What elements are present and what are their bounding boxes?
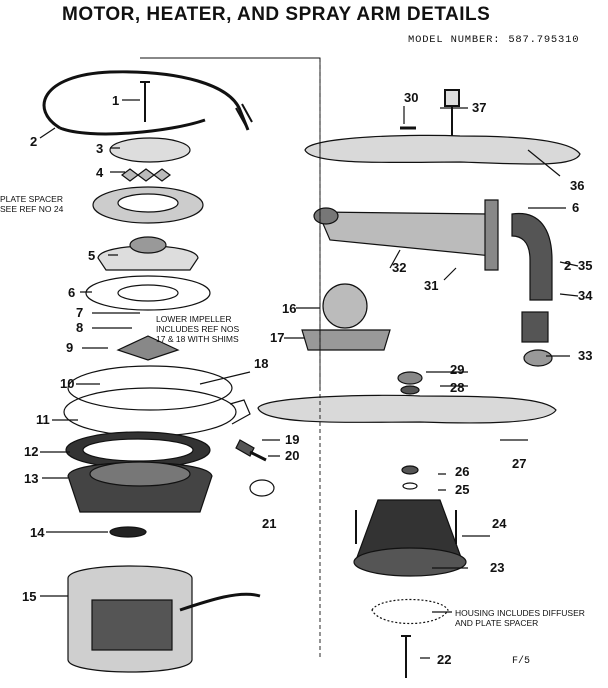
gear-part <box>121 168 171 182</box>
callout-32: 32 <box>392 260 406 275</box>
callout-12: 12 <box>24 444 38 459</box>
motor-seal <box>109 526 147 538</box>
callout-17: 17 <box>270 330 284 345</box>
callout-30: 30 <box>404 90 418 105</box>
callout-4: 4 <box>96 165 104 180</box>
callout-10: 10 <box>60 376 74 391</box>
callout-3: 3 <box>96 141 103 156</box>
coupling-part <box>521 311 549 343</box>
bolt-part <box>444 89 460 136</box>
callout-9: 9 <box>66 340 73 355</box>
lower-spray-arm <box>257 394 557 424</box>
check-valve <box>235 439 255 457</box>
callout-20: 20 <box>285 448 299 463</box>
note-lower-impeller: LOWER IMPELLER INCLUDES REF NOS 17 & 18 … <box>156 314 240 344</box>
bottom-screw <box>401 635 411 678</box>
upper-spray-arm <box>304 134 581 165</box>
callout-39: 2 <box>564 258 571 273</box>
callout-28: 28 <box>450 380 464 395</box>
callout-35: 35 <box>578 258 592 273</box>
callout-34: 34 <box>578 288 593 303</box>
arm-hub <box>397 371 423 385</box>
callout-23: 23 <box>490 560 504 575</box>
screw-part <box>140 81 150 122</box>
heater-element <box>42 70 250 136</box>
callout-29: 29 <box>450 362 464 377</box>
note-plate-spacer: PLATE SPACER SEE REF NO 24 <box>0 194 64 214</box>
pump-plate <box>67 365 233 411</box>
callout-38: 6 <box>572 200 579 215</box>
callout-36: 36 <box>570 178 584 193</box>
callout-13: 13 <box>24 471 38 486</box>
callout-22: 22 <box>437 652 451 667</box>
callout-1: 1 <box>112 93 119 108</box>
model-number-value: 587.795310 <box>508 34 580 46</box>
housing-screw <box>355 510 457 544</box>
callout-2: 2 <box>30 134 37 149</box>
model-number-label: MODEL NUMBER: <box>408 34 501 46</box>
callout-33: 33 <box>578 348 592 363</box>
callout-19: 19 <box>285 432 299 447</box>
spray-tube <box>317 211 493 257</box>
callout-25: 25 <box>455 482 469 497</box>
callout-21: 21 <box>262 516 276 531</box>
callout-24: 24 <box>492 516 507 531</box>
small-washer <box>401 465 419 475</box>
page-code: F/5 <box>512 656 531 667</box>
impeller-part <box>116 335 180 361</box>
callout-31: 31 <box>424 278 438 293</box>
callout-8: 8 <box>76 320 83 335</box>
gasket-part <box>85 275 211 311</box>
model-number-row: MODEL NUMBER: 587.795310 <box>408 34 587 46</box>
callout-16: 16 <box>282 301 296 316</box>
callout-15: 15 <box>22 589 36 604</box>
upper-impeller <box>322 283 368 329</box>
callout-11: 11 <box>36 412 50 427</box>
note-housing: HOUSING INCLUDES DIFFUSER AND PLATE SPAC… <box>455 608 585 628</box>
supply-tube <box>511 212 553 301</box>
nut-part <box>523 349 553 367</box>
callout-6: 6 <box>68 285 75 300</box>
callout-37: 37 <box>472 100 486 115</box>
callout-14: 14 <box>30 525 45 540</box>
page-title: MOTOR, HEATER, AND SPRAY ARM DETAILS <box>62 4 491 25</box>
callout-26: 26 <box>455 464 469 479</box>
callout-18: 18 <box>254 356 268 371</box>
callout-5: 5 <box>88 248 95 263</box>
filter-screen <box>371 598 449 625</box>
callout-27: 27 <box>512 456 526 471</box>
callout-7: 7 <box>76 305 83 320</box>
disc-part <box>109 137 191 163</box>
hose-clamp <box>249 479 275 497</box>
